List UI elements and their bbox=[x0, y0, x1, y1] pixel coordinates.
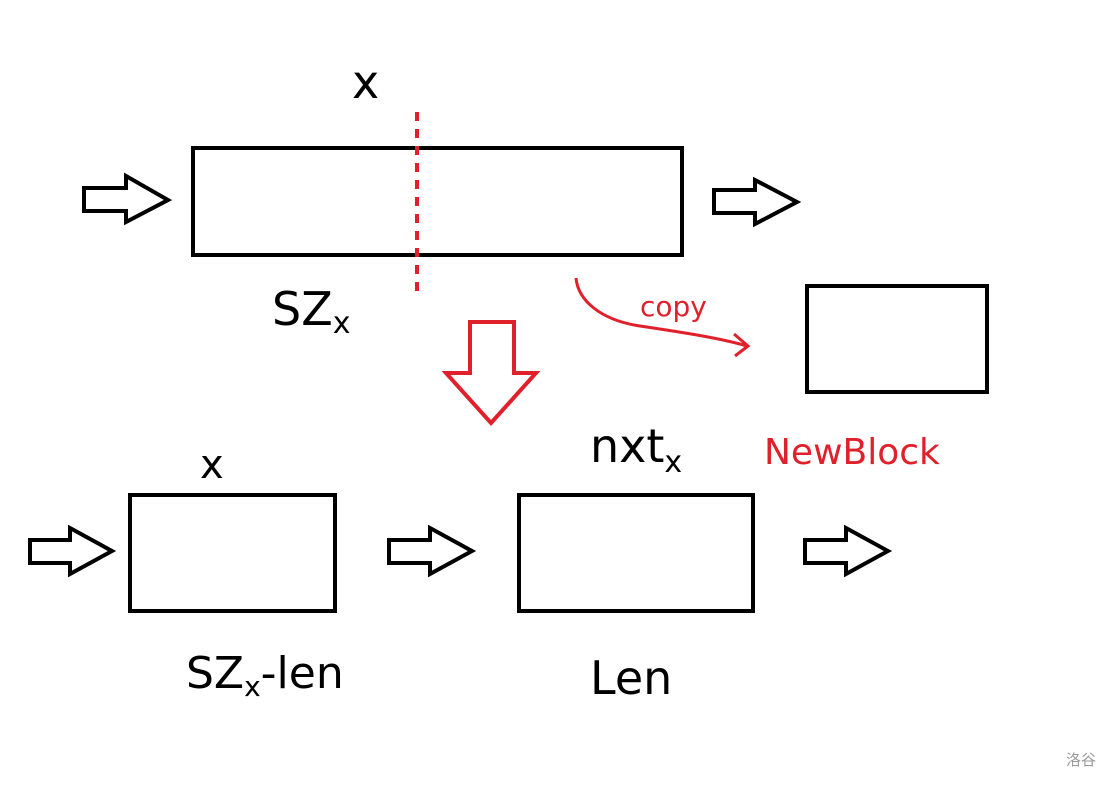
left-block-label: x bbox=[200, 442, 224, 488]
top-outgoing-arrow bbox=[712, 176, 802, 228]
left-block bbox=[128, 493, 337, 613]
left-size-main: SZ bbox=[186, 648, 244, 699]
original-block bbox=[191, 146, 684, 257]
transform-down-arrow bbox=[441, 320, 541, 426]
new-block-label: NewBlock bbox=[764, 432, 940, 473]
left-size-suffix: -len bbox=[261, 648, 344, 699]
right-label-main: nxt bbox=[590, 419, 664, 473]
new-block bbox=[805, 284, 989, 394]
right-block-label: nxtx bbox=[590, 419, 682, 480]
top-size-sub: x bbox=[333, 306, 351, 341]
right-size-label: Len bbox=[590, 651, 672, 705]
left-size-sub: x bbox=[244, 670, 261, 703]
bottom-middle-arrow bbox=[387, 524, 477, 578]
top-size-main: SZ bbox=[272, 282, 333, 336]
top-size-label: SZx bbox=[272, 282, 350, 341]
watermark-text: 洛谷 bbox=[1065, 751, 1096, 769]
copy-label: copy bbox=[640, 290, 707, 323]
split-label: x bbox=[352, 55, 379, 109]
copy-arrowhead bbox=[733, 332, 751, 358]
right-label-sub: x bbox=[664, 445, 682, 480]
right-block bbox=[517, 493, 755, 613]
left-size-label: SZx-len bbox=[186, 648, 344, 703]
bottom-incoming-arrow bbox=[28, 524, 117, 578]
copy-curve-arrow bbox=[574, 277, 748, 348]
top-incoming-arrow bbox=[82, 172, 173, 226]
bottom-outgoing-arrow bbox=[803, 524, 893, 578]
